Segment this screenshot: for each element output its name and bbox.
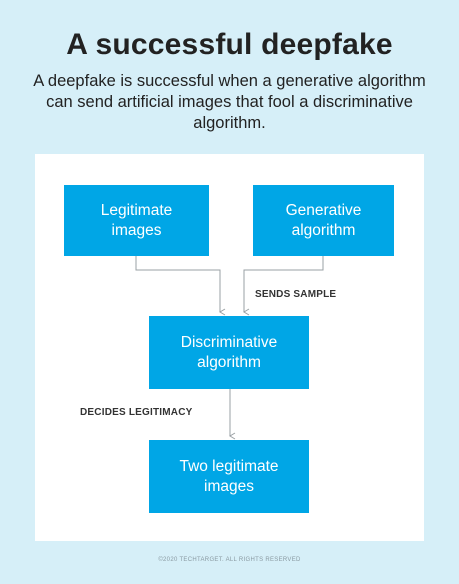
edge-legitimate-to-discriminative (135, 256, 226, 316)
copyright-footer: ©2020 TECHTARGET. ALL RIGHTS RESERVED (158, 557, 301, 563)
diagram-title: A successful deepfake (66, 28, 393, 61)
node-discriminative-algorithm-label: Discriminative algorithm (180, 333, 278, 371)
node-legitimate-images: Legitimate images (64, 185, 209, 256)
node-discriminative-algorithm: Discriminative algorithm (149, 316, 309, 389)
edge-label-sends-sample: SENDS SAMPLE (255, 289, 337, 300)
node-two-legitimate-images: Two legitimate images (149, 440, 309, 513)
node-legitimate-images-label: Legitimate images (100, 201, 173, 239)
node-generative-algorithm-label: Generative algorithm (285, 201, 362, 239)
edge-label-decides-legitimacy: DECIDES LEGITIMACY (80, 407, 193, 418)
diagram-subtitle: A deepfake is successful when a generati… (33, 72, 426, 132)
node-two-legitimate-images-label: Two legitimate images (179, 457, 279, 495)
edge-generative-to-discriminative (243, 256, 324, 316)
node-generative-algorithm: Generative algorithm (253, 185, 394, 256)
